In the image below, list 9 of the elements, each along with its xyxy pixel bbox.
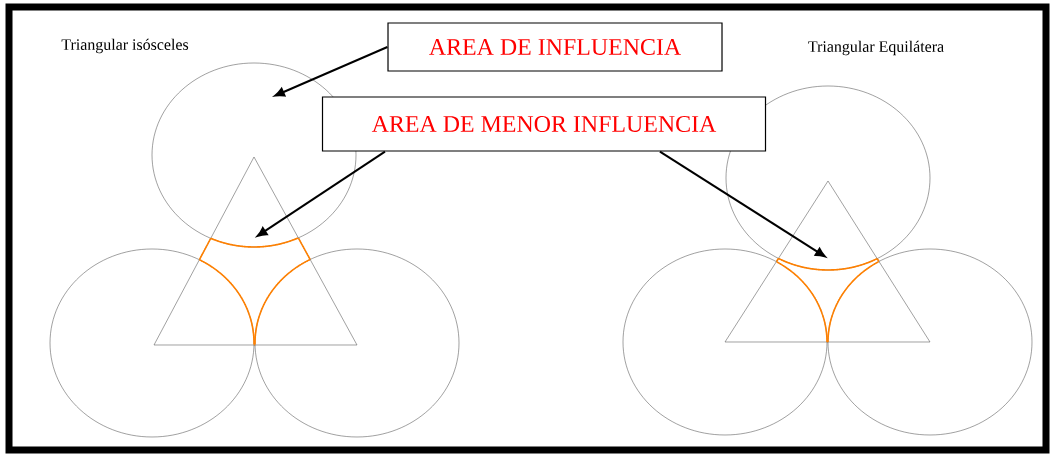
curved-region	[198, 237, 311, 346]
label-box: AREA DE INFLUENCIA	[387, 22, 723, 72]
figure-title: Triangular isósceles	[61, 38, 189, 54]
arrow	[256, 150, 386, 237]
figure-title: Triangular Equilátera	[808, 40, 944, 56]
arrow	[658, 150, 826, 258]
label-box: AREA DE MENOR INFLUENCIA	[321, 96, 767, 152]
curved-region	[775, 257, 880, 343]
arrow	[274, 46, 389, 97]
